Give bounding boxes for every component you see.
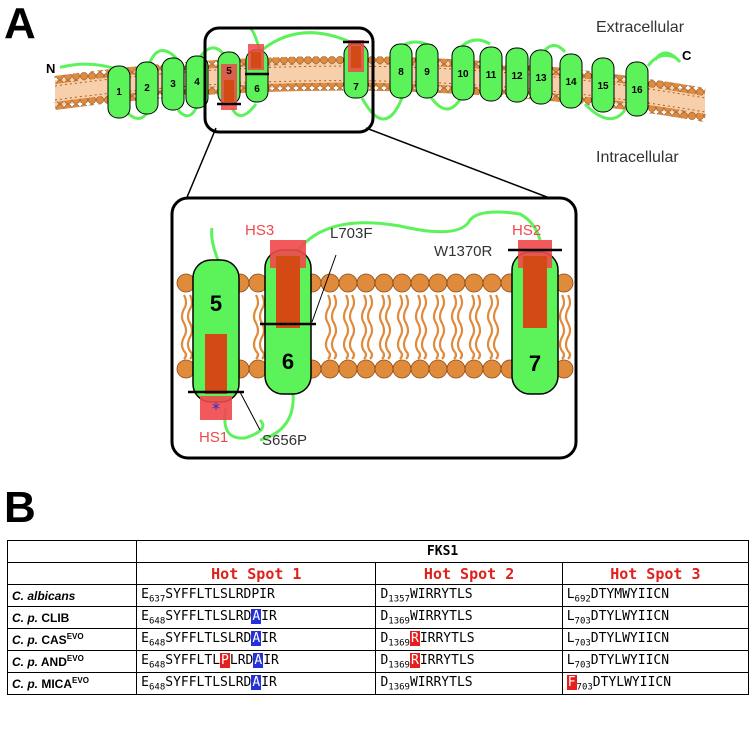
hs2-cell: D1369WIRRYTLS (375, 672, 563, 695)
column-header-hotspot3: Hot Spot 3 (561, 562, 750, 585)
mutation-l703f-label: L703F (330, 225, 373, 242)
mutation-highlight: R (409, 652, 420, 668)
helix-label-6: 6 (254, 84, 260, 95)
strain-label: C. p. CLIB (6, 606, 138, 629)
helix-label-16: 16 (631, 85, 643, 96)
panel-label-a: A (4, 0, 36, 48)
strain-label: C. p. ANDEVO (6, 650, 138, 673)
table-corner (6, 540, 138, 563)
c-terminus-label: C (682, 48, 692, 63)
mutation-highlight: A (251, 608, 262, 624)
fks1-topology-figure: 1 2 3 4 5 6 7 8 9 10 11 12 13 14 15 16 N… (46, 19, 706, 460)
hs3-cell: L703DTYLWYIICN (561, 650, 750, 673)
table-row: C. albicans E637SYFFLTLSLRDPIR D1357WIRR… (6, 584, 750, 607)
hs3-cell: L703DTYLWYIICN (561, 606, 750, 629)
mutation-highlight: A (251, 630, 262, 646)
hs2-cell: D1369WIRRYTLS (375, 606, 563, 629)
hs2-cell: D1357WIRRYTLS (375, 584, 563, 607)
helix-label-2: 2 (144, 83, 150, 94)
hs3-cell: L703DTYLWYIICN (561, 628, 750, 651)
mutation-highlight: R (409, 630, 420, 646)
asterisk-mark: * (212, 399, 220, 418)
table-row: C. p. ANDEVO E648SYFFLTLPLRDAIR D1369RIR… (6, 650, 750, 673)
helix-label-15: 15 (597, 81, 609, 92)
overview-hotspots (217, 40, 369, 110)
panel-label-b: B (4, 483, 36, 532)
table-row: C. p. MICAEVO E648SYFFLTLSLRDAIR D1369WI… (6, 672, 750, 695)
zoom-helix-label-7: 7 (529, 351, 541, 376)
hs1-cell: E648SYFFLTLSLRDAIR (136, 606, 377, 629)
mutation-w1370r-label: W1370R (434, 243, 493, 260)
mutation-highlight: A (251, 674, 262, 690)
gene-header: FKS1 (136, 540, 749, 563)
hs1-cell: E637SYFFLTLSLRDPIR (136, 584, 377, 607)
extracellular-label: Extracellular (596, 19, 685, 36)
intracellular-label: Intracellular (596, 149, 679, 166)
helix-label-5: 5 (226, 66, 232, 77)
helix-label-7: 7 (353, 82, 359, 93)
hs3-label: HS3 (245, 222, 274, 239)
zoom-helix-label-6: 6 (282, 349, 294, 374)
hs1-cell: E648SYFFLTLSLRDAIR (136, 672, 377, 695)
hs2-cell: D1369RIRRYTLS (375, 650, 563, 673)
mutation-s656p-label: S656P (262, 432, 307, 449)
helix-label-9: 9 (424, 67, 430, 78)
hs3-cell: L692DTYMWYIICN (561, 584, 750, 607)
strain-label: C. albicans (6, 584, 138, 607)
zoom-selection-box (203, 26, 375, 134)
fks1-hotspot-table: FKS1 Hot Spot 1 Hot Spot 2 Hot Spot 3 C.… (6, 540, 750, 695)
helix-label-12: 12 (511, 71, 523, 82)
mutation-highlight: A (253, 652, 264, 668)
hs1-cell: E648SYFFLTLPLRDAIR (136, 650, 377, 673)
column-header-hotspot2: Hot Spot 2 (375, 562, 563, 585)
hs1-cell: E648SYFFLTLSLRDAIR (136, 628, 377, 651)
overview-helices (107, 43, 649, 119)
helix-label-4: 4 (194, 77, 200, 88)
hs2-label: HS2 (512, 222, 541, 239)
helix-label-10: 10 (457, 69, 469, 80)
hs1-label: HS1 (199, 429, 228, 446)
zoom-helix-label-5: 5 (210, 291, 222, 316)
strain-label: C. p. CASEVO (6, 628, 138, 651)
table-row: C. p. CASEVO E648SYFFLTLSLRDAIR D1369RIR… (6, 628, 750, 651)
helix-label-3: 3 (170, 79, 176, 90)
hs3-cell: F703DTYLWYIICN (561, 672, 750, 695)
mutation-highlight: F (566, 674, 577, 690)
helix-label-14: 14 (565, 77, 577, 88)
strain-label: C. p. MICAEVO (6, 672, 138, 695)
hs2-cell: D1369RIRRYTLS (375, 628, 563, 651)
zoom-panel: 5 6 7 * HS3 HS2 HS1 L703F W1370R S656P (170, 196, 578, 460)
helix-label-1: 1 (116, 87, 122, 98)
helix-label-8: 8 (398, 67, 404, 78)
column-header-hotspot1: Hot Spot 1 (136, 562, 377, 585)
helix-label-11: 11 (486, 70, 497, 81)
mutation-highlight: P (220, 652, 230, 668)
n-terminus-label: N (46, 61, 55, 76)
table-row: C. p. CLIB E648SYFFLTLSLRDAIR D1369WIRRY… (6, 606, 750, 629)
helix-label-13: 13 (535, 73, 547, 84)
